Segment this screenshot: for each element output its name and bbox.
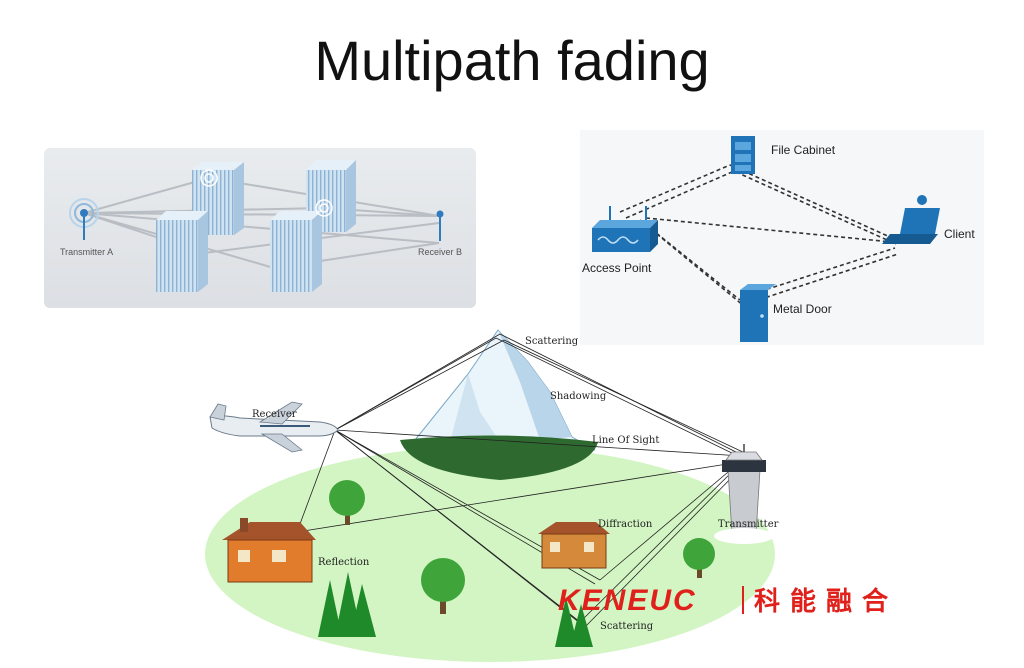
reflection-point-icons — [200, 169, 333, 217]
transmitter-label: Transmitter — [718, 519, 779, 530]
scattering-bottom-label: Scattering — [600, 621, 654, 632]
transmitter-label: Transmitter A — [60, 247, 113, 257]
file-cabinet-label: File Cabinet — [771, 143, 836, 157]
indoor-multipath-diagram: File Cabinet Access Point Client Metal D… — [580, 130, 984, 345]
access-point-icon — [592, 206, 658, 252]
control-tower-transmitter-icon — [714, 444, 774, 544]
urban-multipath-diagram: Transmitter A Receiver B — [44, 148, 476, 308]
house-right-icon — [538, 522, 610, 569]
building-front-left — [156, 211, 208, 292]
receiver-antenna-icon — [436, 210, 444, 241]
scattering-top-label: Scattering — [525, 336, 579, 347]
urban-multipath-panel: Transmitter A Receiver B — [44, 148, 476, 308]
client-label: Client — [944, 227, 975, 241]
building-front-right — [270, 211, 322, 292]
slide-title: Multipath fading — [314, 29, 710, 92]
propagation-mechanisms-panel: Scattering Shadowing Receiver Line Of Si… — [200, 322, 800, 663]
metal-door-icon — [740, 284, 776, 342]
indoor-multipath-panel: File Cabinet Access Point Client Metal D… — [580, 130, 984, 345]
diffraction-label: Diffraction — [598, 519, 653, 530]
reflection-label: Reflection — [318, 557, 370, 568]
mountain-illustration — [400, 329, 598, 480]
propagation-mechanisms-diagram: Scattering Shadowing Receiver Line Of Si… — [205, 329, 779, 662]
signal-rays — [296, 333, 746, 628]
receiver-label: Receiver B — [418, 247, 462, 257]
pine-trees-left-icon — [318, 572, 376, 637]
logo-latin-text: KENEUC — [558, 584, 697, 617]
receiver-label: Receiver — [252, 409, 297, 420]
tree-round-icon — [329, 480, 365, 525]
tree-round-icon — [421, 558, 465, 614]
client-laptop-icon — [882, 195, 940, 244]
tree-round-icon — [683, 538, 715, 578]
transmitter-antenna-icon — [69, 198, 99, 240]
access-point-label: Access Point — [582, 261, 652, 275]
signal-paths — [619, 164, 899, 307]
metal-door-label: Metal Door — [773, 302, 832, 316]
keneuc-logo: KENEUC 科能融合 — [558, 580, 918, 620]
line-of-sight-label: Line Of Sight — [592, 435, 659, 446]
airplane-receiver-icon — [209, 401, 339, 453]
file-cabinet-icon — [731, 136, 755, 174]
house-left-icon — [222, 518, 316, 583]
keneuc-logo-graphic: KENEUC 科能融合 — [558, 584, 898, 617]
pine-trees-right-icon — [555, 597, 593, 647]
logo-chinese-text: 科能融合 — [754, 586, 898, 617]
logo-divider — [742, 586, 744, 614]
shadowing-label: Shadowing — [550, 391, 607, 402]
